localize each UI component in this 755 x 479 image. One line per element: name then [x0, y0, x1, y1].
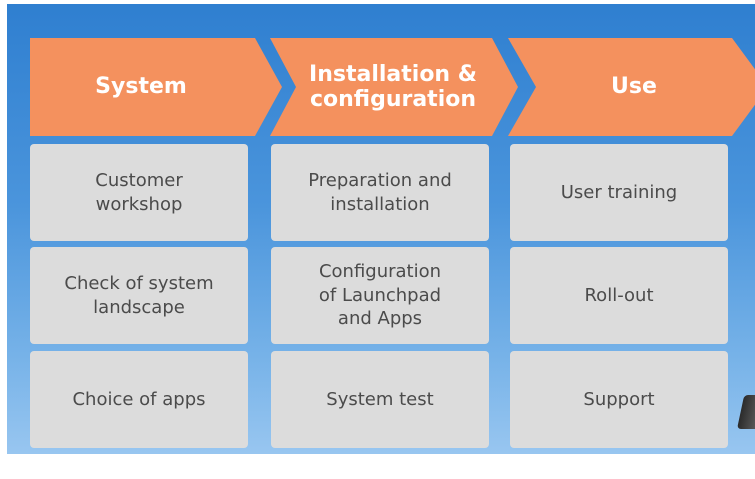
task-choice-of-apps-label: Choice of apps — [72, 388, 206, 410]
task-configuration-launchpad-apps-label: Configuration of Launchpad and Apps — [318, 261, 442, 330]
phase-system-label: System — [95, 74, 187, 100]
task-user-training: User training — [510, 144, 728, 241]
phase-installation-configuration-label: Installation & configuration — [309, 61, 477, 112]
task-preparation-installation: Preparation and installation — [271, 144, 489, 241]
task-check-system-landscape-label: Check of system landscape — [64, 273, 214, 318]
task-customer-workshop-label: Customer workshop — [95, 170, 183, 215]
task-user-training-label: User training — [560, 181, 678, 203]
phase-use-label: Use — [611, 74, 657, 100]
phase-system: System — [30, 38, 282, 136]
task-preparation-installation-label: Preparation and installation — [308, 170, 452, 215]
task-check-system-landscape: Check of system landscape — [30, 247, 248, 344]
phase-installation-configuration: Installation & configuration — [270, 38, 518, 136]
task-support: Support — [510, 351, 728, 448]
task-system-test: System test — [271, 351, 489, 448]
task-customer-workshop: Customer workshop — [30, 144, 248, 241]
task-roll-out: Roll-out — [510, 247, 728, 344]
task-choice-of-apps: Choice of apps — [30, 351, 248, 448]
task-roll-out-label: Roll-out — [584, 284, 654, 306]
task-support-label: Support — [583, 388, 655, 410]
task-configuration-launchpad-apps: Configuration of Launchpad and Apps — [271, 247, 489, 344]
task-system-test-label: System test — [326, 388, 434, 410]
phase-use: Use — [508, 38, 755, 136]
